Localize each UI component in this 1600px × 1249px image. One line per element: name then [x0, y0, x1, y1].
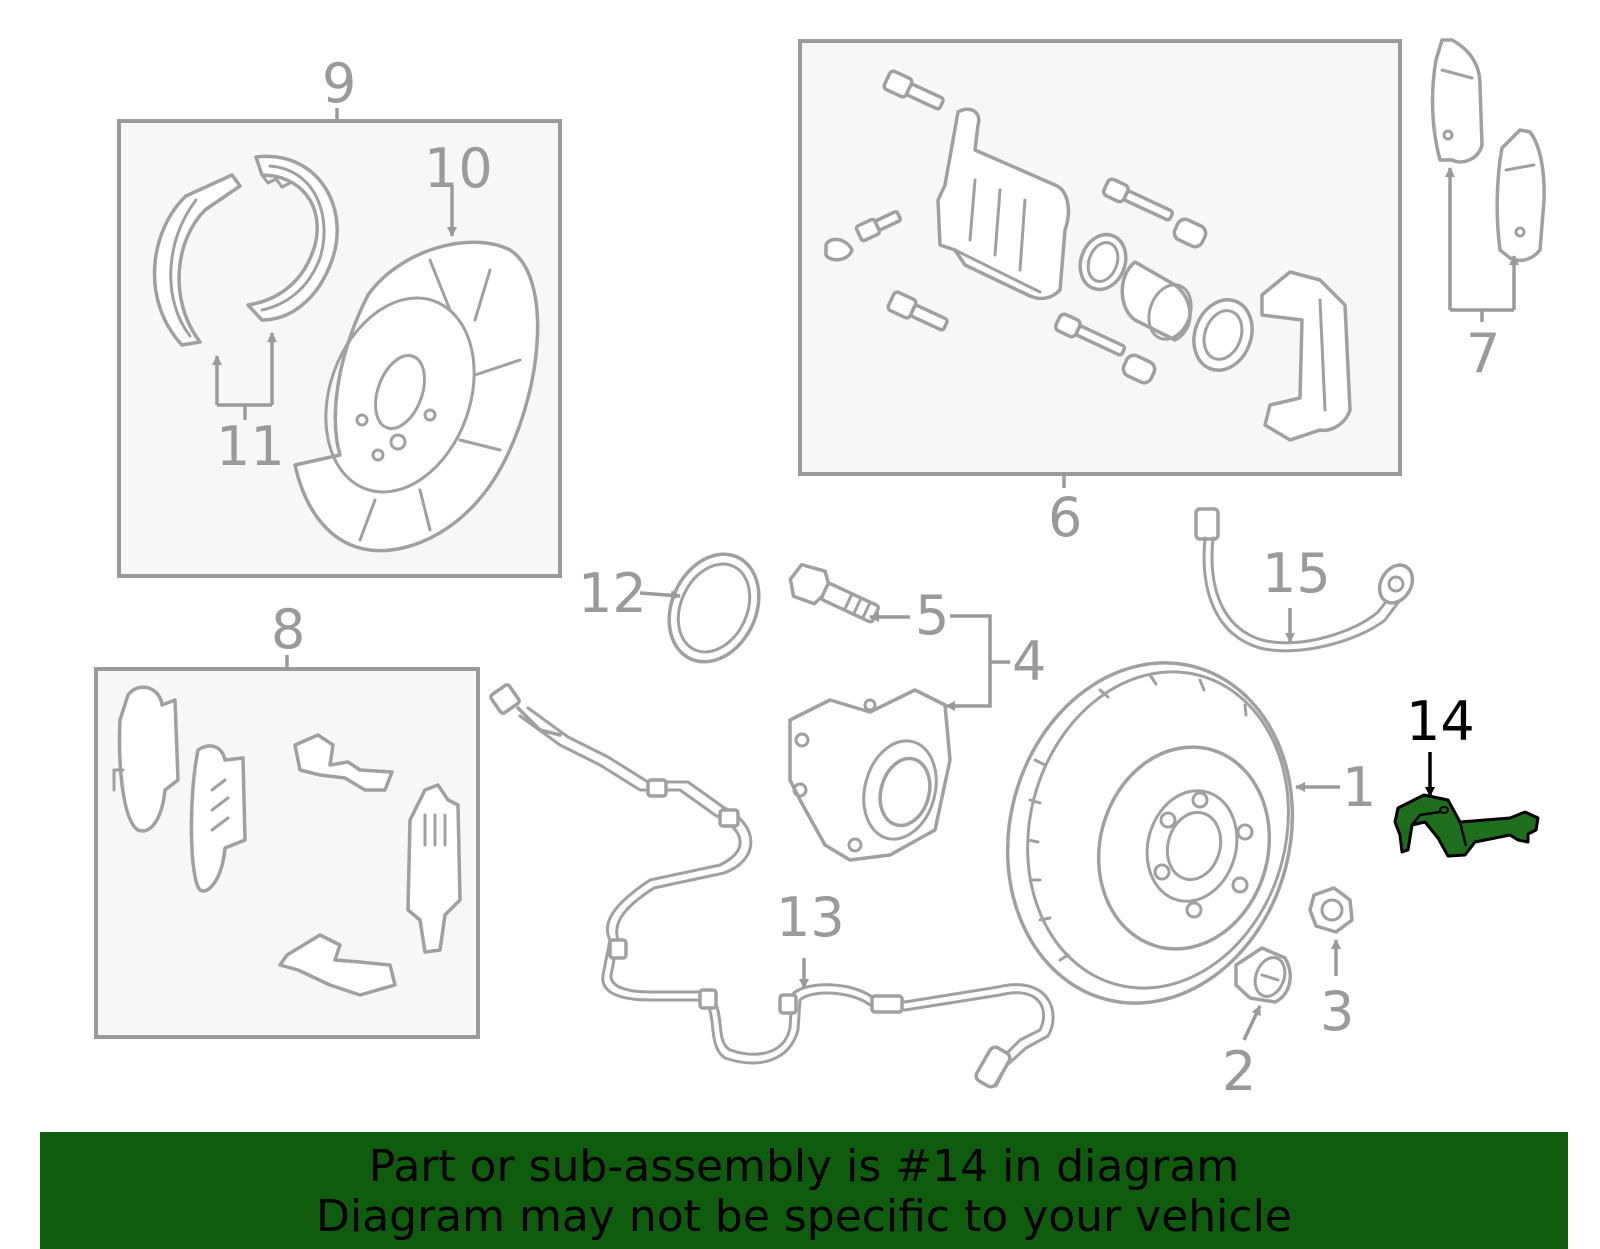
callout-7: 7: [1466, 322, 1500, 385]
hub-nut: [1308, 886, 1354, 934]
brake-hose: [1194, 507, 1415, 653]
banner-disclaimer: Diagram may not be specific to your vehi…: [316, 1191, 1292, 1242]
pad-hardware-parts: [112, 685, 462, 997]
callout-12: 12: [578, 562, 647, 625]
banner-part-note: Part or sub-assembly is #14 in diagram: [368, 1141, 1240, 1192]
abs-sensor-harness: [489, 683, 1055, 1089]
callout-15: 15: [1262, 542, 1331, 605]
brake-pads: [1430, 38, 1546, 263]
info-banner: Part or sub-assembly is #14 in diagram D…: [40, 1132, 1568, 1249]
callout-13: 13: [776, 886, 845, 949]
backing-plate: [293, 240, 540, 553]
hub-bearing-assembly: [788, 688, 952, 862]
brake-rotor: [1005, 661, 1295, 1005]
o-ring: [667, 552, 761, 664]
highlighted-bracket-part: [1393, 793, 1540, 858]
callout-3: 3: [1320, 980, 1354, 1043]
callout-6: 6: [1048, 486, 1082, 549]
callout-8: 8: [271, 598, 305, 661]
callout-2: 2: [1222, 1040, 1256, 1103]
callout-11: 11: [216, 415, 285, 478]
callout-14: 14: [1406, 690, 1475, 753]
callout-10: 10: [424, 137, 493, 200]
callout-4: 4: [1012, 630, 1046, 693]
dust-plug: [1234, 946, 1292, 1004]
brake-shoes: [152, 154, 339, 347]
callout-5: 5: [915, 584, 949, 647]
hub-bolt: [788, 562, 881, 624]
caliper-parts: [824, 69, 1352, 442]
callout-9: 9: [322, 52, 356, 115]
callout-1: 1: [1342, 756, 1376, 819]
